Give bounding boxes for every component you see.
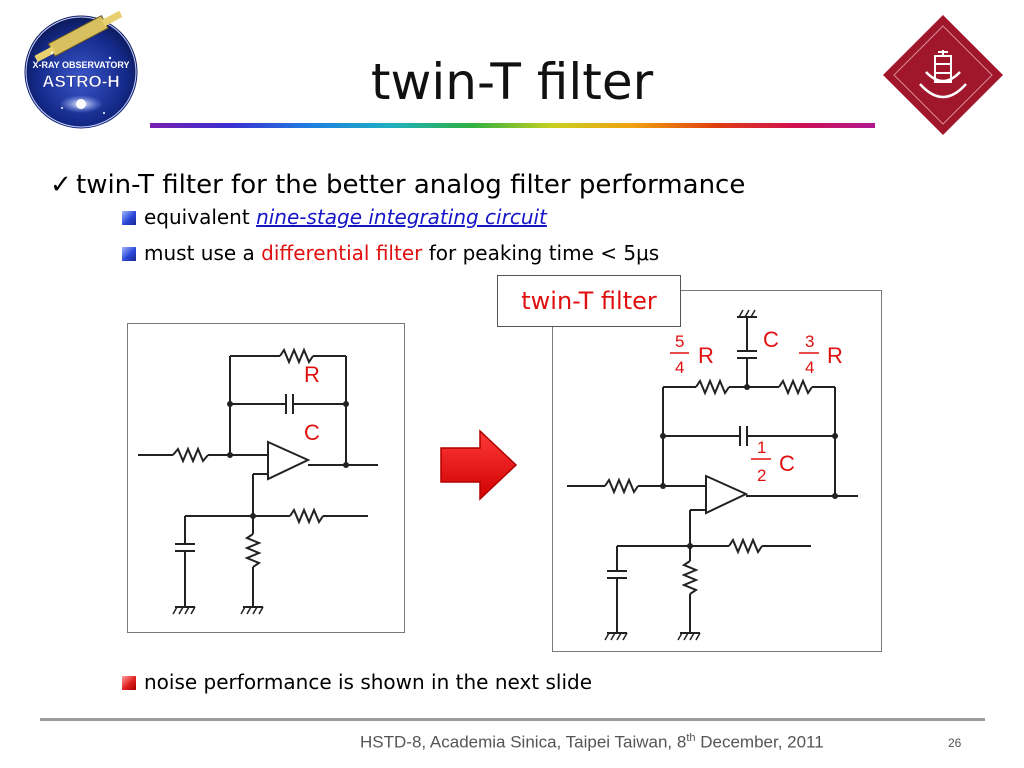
left-circuit-diagram: R C (127, 323, 405, 633)
twin-t-callout: twin-T filter (497, 275, 681, 327)
footer-superscript: th (686, 732, 696, 744)
left-r-label: R (304, 362, 320, 387)
bottom-bullet-text: noise performance is shown in the next s… (144, 670, 593, 694)
astro-h-logo-subtitle: X-RAY OBSERVATORY (32, 60, 129, 70)
square-bullet-icon (122, 247, 136, 261)
sub-bullet-2-prefix: must use a (144, 241, 262, 265)
footer-text-date: December, 2011 (695, 732, 824, 752)
r-left-symbol: R (698, 343, 714, 368)
main-bullet-text: twin-T filter for the better analog filt… (76, 170, 746, 200)
differential-filter-text: differential filter (261, 241, 423, 265)
left-c-label: C (304, 420, 320, 445)
feedback-resistor (279, 347, 314, 365)
footer-text: HSTD-8, Academia Sinica, Taipei Taiwan, … (360, 732, 824, 753)
twin-t-resistor-right (778, 378, 813, 396)
checkmark-icon: ✓ (50, 170, 72, 200)
bias-resistor (289, 507, 324, 525)
r-right-denominator: 4 (805, 358, 814, 377)
astro-h-logo: X-RAY OBSERVATORY ASTRO-H (22, 10, 140, 132)
astro-h-logo-title: ASTRO-H (42, 72, 119, 91)
input-resistor (172, 446, 209, 464)
twin-t-c-top-label: C (763, 327, 779, 352)
twin-t-resistor-left (695, 378, 730, 396)
title-underline (150, 123, 875, 128)
square-bullet-icon (122, 676, 136, 690)
c-mid-symbol: C (779, 451, 795, 476)
c-mid-denominator: 2 (757, 466, 766, 485)
right-arrow-icon (440, 429, 518, 501)
c-mid-numerator: 1 (757, 438, 766, 457)
sub-bullet-1-prefix: equivalent (144, 205, 257, 229)
page-number: 26 (948, 736, 962, 750)
nine-stage-link[interactable]: nine-stage integrating circuit (256, 205, 547, 229)
footer-text-main: HSTD-8, Academia Sinica, Taipei Taiwan, … (360, 732, 687, 752)
sub-bullet-2-suffix: for peaking time < 5μs (422, 241, 660, 265)
right-circuit-diagram: C 5 4 R 3 4 R 1 2 C (552, 290, 882, 652)
r-right-symbol: R (827, 343, 843, 368)
r-left-numerator: 5 (675, 332, 684, 351)
op-amp (267, 440, 311, 481)
bottom-bullet: noise performance is shown in the next s… (122, 669, 592, 695)
university-crest-logo (883, 15, 1003, 135)
bias-resistor (728, 537, 763, 555)
r-right-numerator: 3 (805, 332, 814, 351)
sub-bullet-2: must use a differential filter for peaki… (122, 240, 659, 266)
sub-bullet-1: equivalent nine-stage integrating circui… (122, 204, 547, 230)
page-title: twin-T filter (370, 53, 654, 111)
ground-resistor (244, 533, 262, 568)
footer-divider (40, 718, 985, 721)
main-bullet: ✓twin-T filter for the better analog fil… (50, 168, 745, 202)
op-amp (705, 474, 749, 515)
r-left-denominator: 4 (675, 358, 684, 377)
input-resistor (604, 477, 639, 495)
ground-resistor (681, 560, 699, 595)
square-bullet-icon (122, 211, 136, 225)
